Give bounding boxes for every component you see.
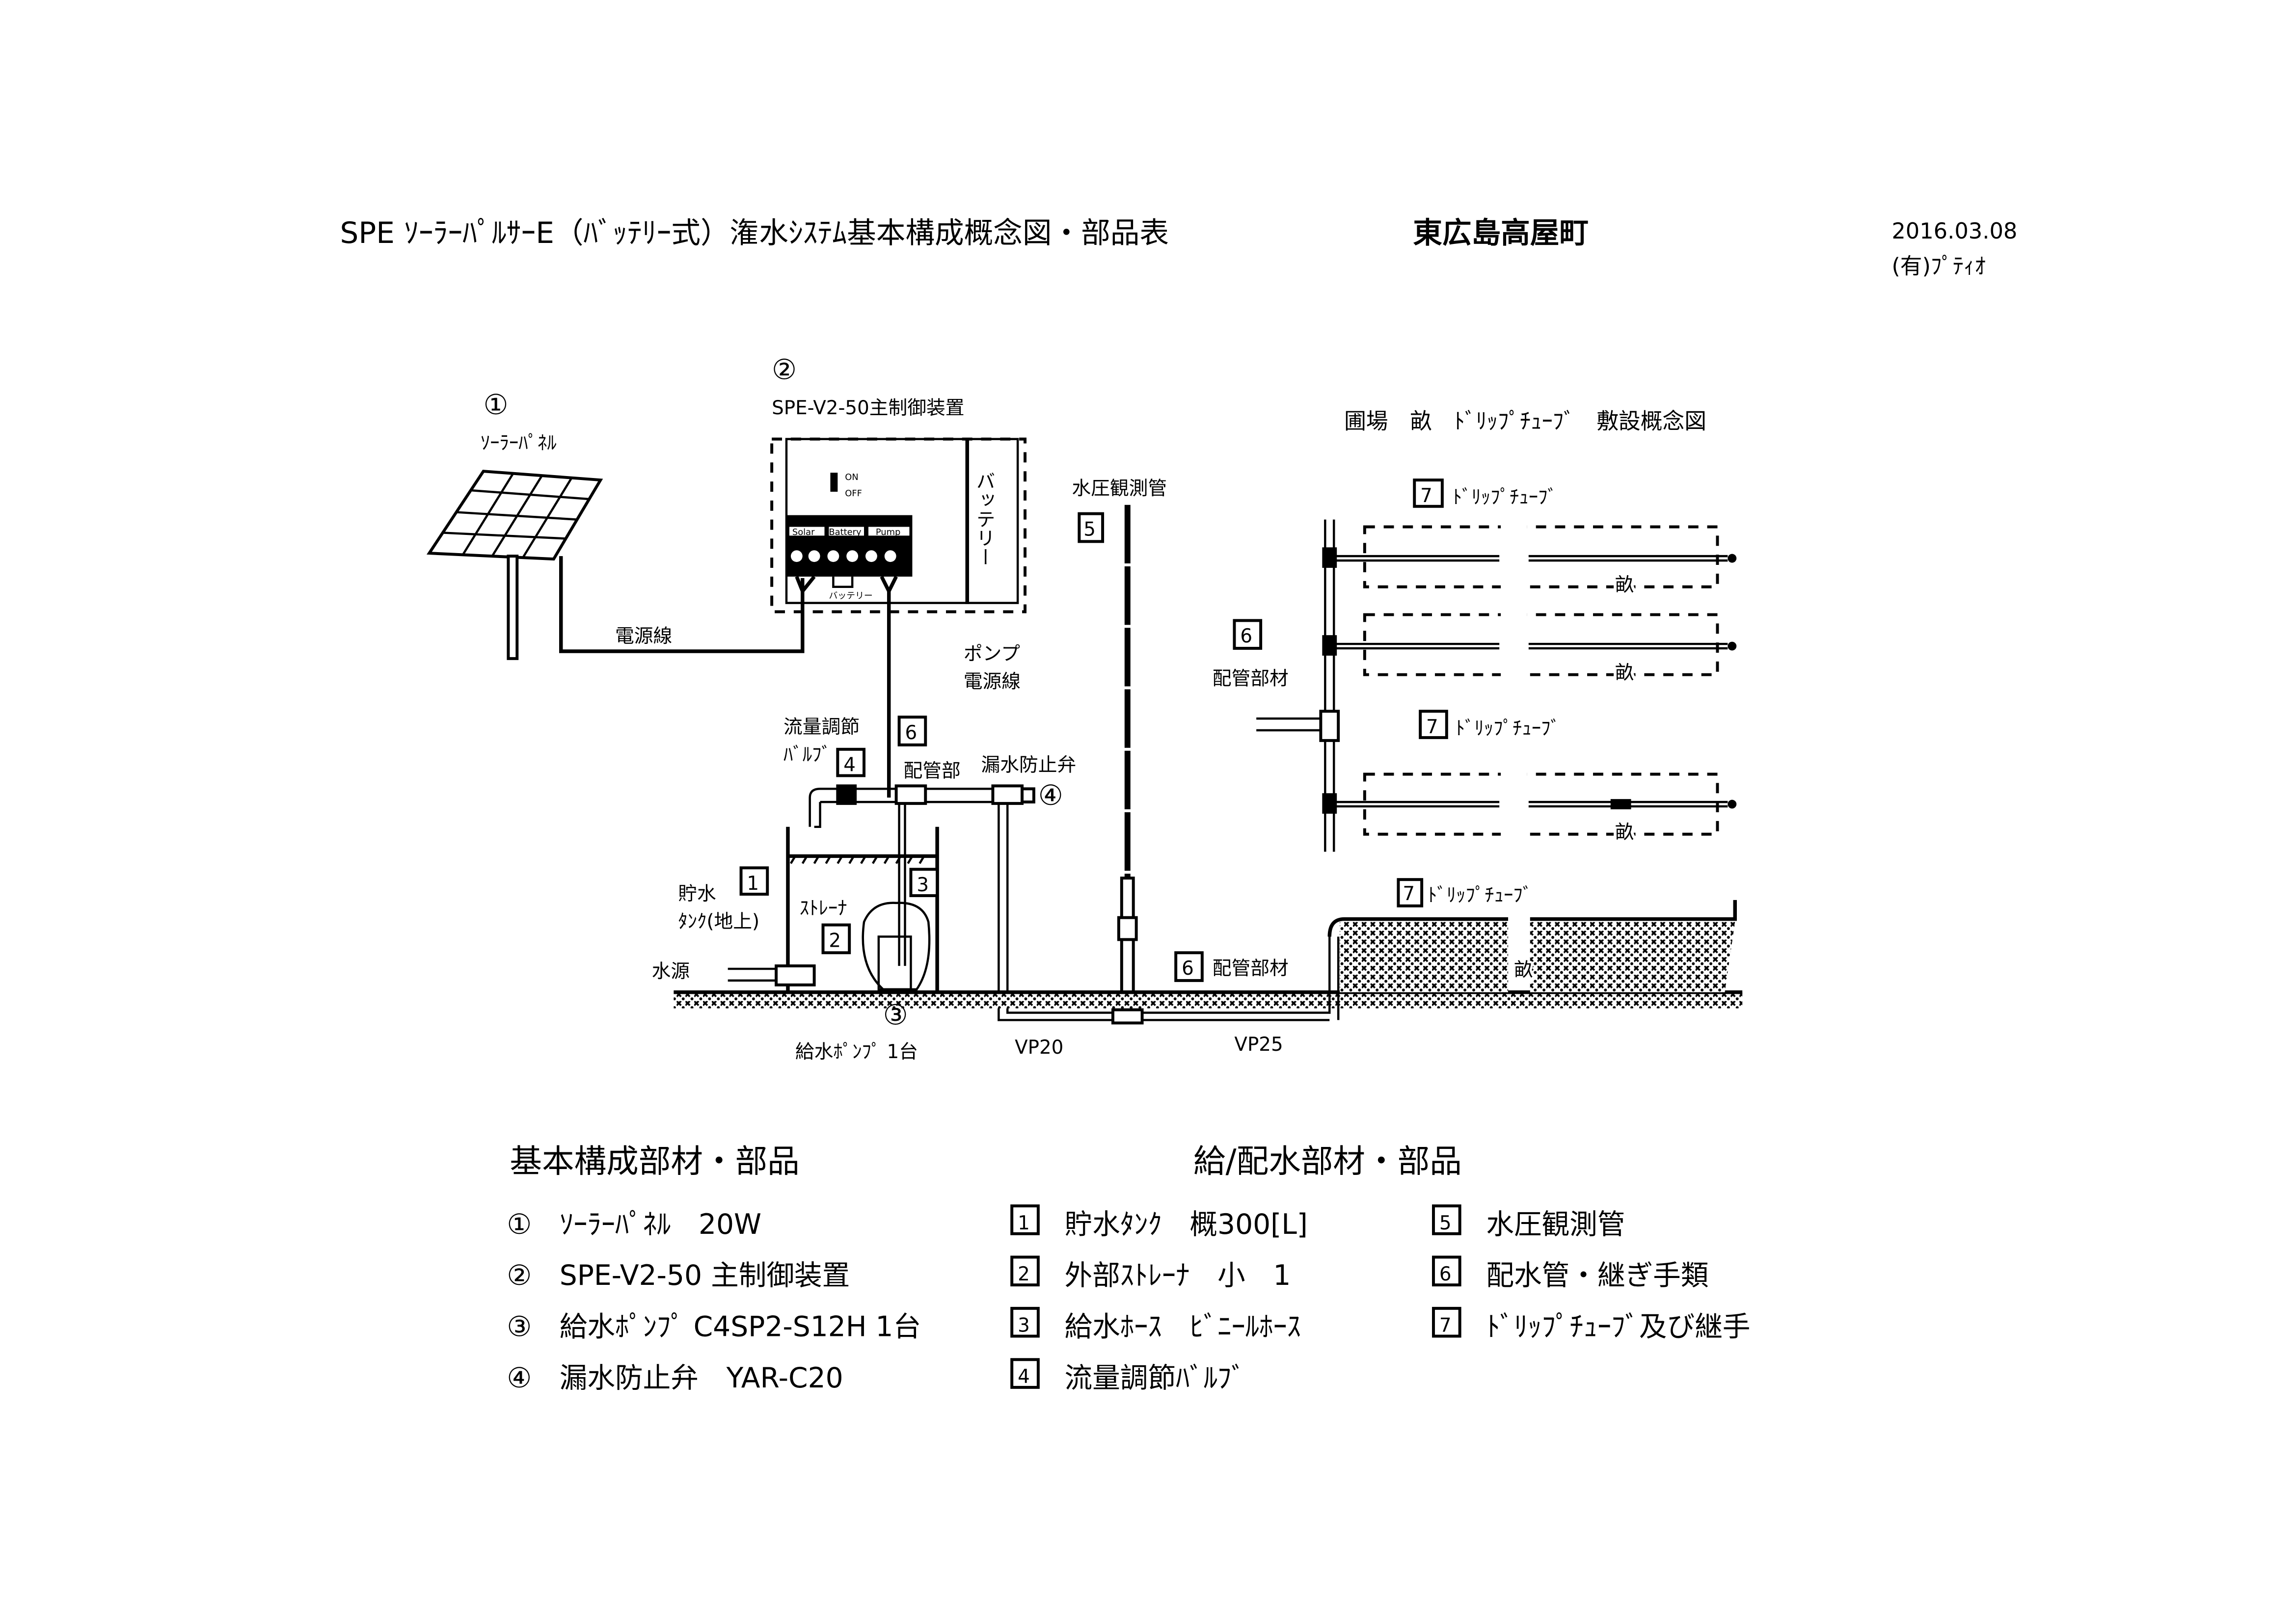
list-item: 給水ﾎｰｽ ﾋﾞﾆｰﾙﾎｰｽ xyxy=(1065,1311,1301,1343)
pump-label: 給水ﾎﾟﾝﾌﾟ 1台 xyxy=(795,1041,918,1063)
list-item-num: ② xyxy=(507,1259,532,1292)
field-piping-label: 配管部材 xyxy=(1213,668,1289,690)
piping-num: 6 xyxy=(905,722,917,744)
strainer-label: ｽﾄﾚｰﾅ xyxy=(800,898,847,920)
supply-parts-list-a: 1 貯水ﾀﾝｸ 概300[L] 2 外部ｽﾄﾚｰﾅ 小 1 3 給水ﾎｰｽ ﾋﾞ… xyxy=(1010,1204,1308,1394)
list-item-num: 2 xyxy=(1018,1263,1030,1285)
power-switch[interactable] xyxy=(830,473,838,492)
ridge-row-2: 畝 xyxy=(1322,607,1737,687)
switch-on-label: ON xyxy=(845,472,858,482)
supply-piping xyxy=(809,784,1035,1010)
field-drip-label-2: ﾄﾞﾘｯﾌﾟﾁｭｰﾌﾞ xyxy=(1456,718,1560,740)
list-item: ｿｰﾗｰﾊﾟﾈﾙ 20W xyxy=(560,1208,761,1241)
basic-parts-list: ① ｿｰﾗｰﾊﾟﾈﾙ 20W ② SPE-V2-50 主制御装置 ③ 給水ﾎﾟﾝ… xyxy=(507,1208,921,1394)
list-item-num: ③ xyxy=(507,1311,532,1343)
ridge-label-2: 畝 xyxy=(1615,662,1634,684)
pressure-pipe-label: 水圧観測管 xyxy=(1072,478,1167,500)
document-title: SPE ｿｰﾗｰﾊﾟﾙｻｰE（ﾊﾞｯﾃﾘｰ式）潅水ｼｽﾃﾑ基本構成概念図・部品表 xyxy=(340,216,1169,250)
terminal-battery: Battery xyxy=(829,527,862,537)
ridge-label-3: 畝 xyxy=(1615,822,1634,844)
tank-num: 1 xyxy=(747,873,759,895)
water-tank xyxy=(786,826,939,992)
field-drip-label-3: ﾄﾞﾘｯﾌﾟﾁｭｰﾌﾞ xyxy=(1428,884,1532,906)
strainer-num: 2 xyxy=(829,930,841,952)
ridge-right xyxy=(1530,922,1735,992)
list-item-num: ① xyxy=(507,1208,532,1241)
controller-unit: バッテリー ON OFF Solar Battery Pump バッテリー xyxy=(770,437,1026,613)
list-item: 水圧観測管 xyxy=(1486,1208,1625,1241)
vp20-label: VP20 xyxy=(1015,1037,1063,1059)
flow-valve-label-1: 流量調節 xyxy=(783,716,860,738)
list-item-num: 7 xyxy=(1439,1315,1452,1337)
flow-valve-label-2: ﾊﾞﾙﾌﾞ xyxy=(783,744,831,766)
list-item-num: 5 xyxy=(1439,1212,1452,1234)
switch-off-label: OFF xyxy=(845,488,862,499)
ground xyxy=(674,992,1743,1009)
terminal-solar: Solar xyxy=(792,527,815,537)
location: 東広島高屋町 xyxy=(1413,216,1589,250)
tank-label-1: 貯水 xyxy=(678,883,716,905)
field-drip-num-1: 7 xyxy=(1420,485,1432,507)
battery-box-label: バッテリー xyxy=(973,471,995,566)
piping-label: 配管部 xyxy=(904,760,961,782)
basic-parts-title: 基本構成部材・部品 xyxy=(510,1143,799,1180)
list-item-num: 6 xyxy=(1439,1263,1452,1285)
pump-num: ③ xyxy=(883,999,908,1031)
solar-panel-icon xyxy=(426,470,603,660)
ridge-row-1: 畝 xyxy=(1322,519,1737,599)
solar-label: ｿｰﾗｰﾊﾟﾈﾙ xyxy=(481,432,557,454)
field-piping-num: 6 xyxy=(1240,625,1252,647)
list-item: 流量調節ﾊﾞﾙﾌﾞ xyxy=(1065,1362,1245,1394)
flow-valve-num: 4 xyxy=(843,754,856,776)
supply-parts-list-b: 5 水圧観測管 6 配水管・継ぎ手類 7 ﾄﾞﾘｯﾌﾟﾁｭｰﾌﾞ及び継手 xyxy=(1432,1204,1750,1343)
ridge-row-3: 畝 xyxy=(1322,767,1737,847)
list-item-num: 4 xyxy=(1018,1366,1030,1388)
ridge-label-section: 畝 xyxy=(1514,959,1533,981)
list-item: 貯水ﾀﾝｸ 概300[L] xyxy=(1065,1208,1308,1241)
ridge-label-1: 畝 xyxy=(1615,574,1634,596)
pressure-pipe-num: 5 xyxy=(1083,518,1096,540)
date: 2016.03.08 xyxy=(1891,218,2017,244)
list-item: 配水管・継ぎ手類 xyxy=(1486,1259,1708,1292)
field-drip-label-1: ﾄﾞﾘｯﾌﾟﾁｭｰﾌﾞ xyxy=(1453,486,1557,508)
controller-num: ② xyxy=(772,353,797,386)
tank-label-2: ﾀﾝｸ(地上) xyxy=(678,911,759,933)
field-drip-num-2: 7 xyxy=(1426,716,1438,738)
controller-label: SPE-V2-50主制御装置 xyxy=(772,397,964,419)
pump-wire-label-2: 電源線 xyxy=(964,671,1021,693)
solar-num: ① xyxy=(484,389,509,421)
list-item: 漏水防止弁 YAR-C20 xyxy=(560,1362,843,1394)
pump-wire-label-1: ポンプ xyxy=(964,643,1020,665)
list-item-num: ④ xyxy=(507,1362,532,1394)
field-title: 圃場 畝 ﾄﾞﾘｯﾌﾟﾁｭｰﾌﾞ 敷設概念図 xyxy=(1344,408,1706,434)
water-source-label: 水源 xyxy=(652,960,690,983)
list-item: ﾄﾞﾘｯﾌﾟﾁｭｰﾌﾞ及び継手 xyxy=(1486,1311,1750,1343)
hose-num: 3 xyxy=(917,874,929,896)
terminal-pump: Pump xyxy=(876,527,901,537)
vp25-label: VP25 xyxy=(1234,1034,1283,1056)
list-item-num: 3 xyxy=(1018,1315,1030,1337)
leak-valve-label: 漏水防止弁 xyxy=(981,754,1077,776)
piping-material-label: 配管部材 xyxy=(1213,958,1289,980)
piping-material-num: 6 xyxy=(1182,958,1194,980)
leak-valve-num: ④ xyxy=(1038,779,1063,812)
power-wire xyxy=(559,556,805,653)
water-source-pipe xyxy=(728,967,777,982)
supply-parts-title: 給/配水部材・部品 xyxy=(1193,1143,1462,1180)
power-wire-label: 電源線 xyxy=(615,625,672,647)
company: (有)ﾌﾟﾃｨｵ xyxy=(1891,253,1985,279)
ridge-left xyxy=(1340,922,1509,992)
list-item: SPE-V2-50 主制御装置 xyxy=(560,1259,850,1292)
battery-wire-label: バッテリー xyxy=(829,591,872,601)
list-item: 給水ﾎﾟﾝﾌﾟ C4SP2-S12H 1台 xyxy=(560,1311,921,1343)
field-drip-num-3: 7 xyxy=(1403,883,1415,905)
list-item-num: 1 xyxy=(1018,1212,1030,1234)
underground-pipe xyxy=(998,936,1340,1025)
list-item: 外部ｽﾄﾚｰﾅ 小 1 xyxy=(1065,1259,1291,1292)
strainer-icon xyxy=(862,902,931,991)
